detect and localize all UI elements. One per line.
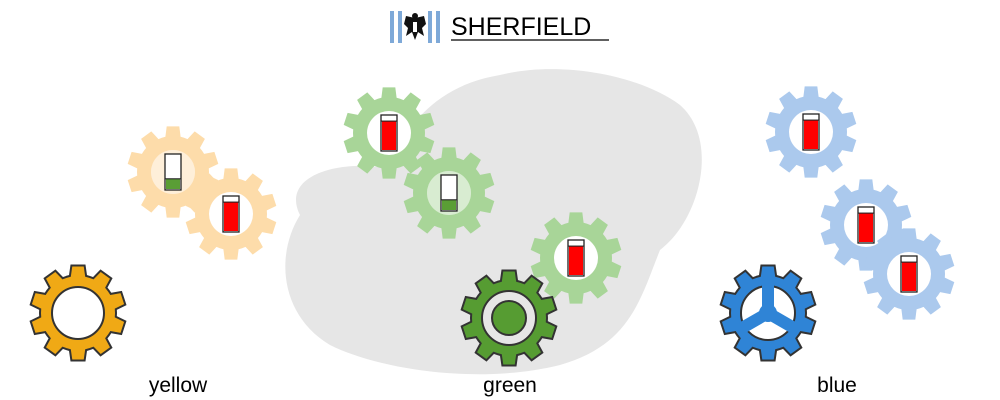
small-gear-blue-3 bbox=[863, 228, 955, 320]
group-label-yellow: yellow bbox=[149, 374, 208, 397]
logo-stripe-right bbox=[436, 11, 440, 43]
main-gear-yellow bbox=[29, 264, 127, 362]
battery-level bbox=[442, 199, 456, 210]
brand-title: SHERFIELD bbox=[451, 13, 591, 41]
small-gear-green-1 bbox=[343, 87, 435, 179]
battery-level bbox=[804, 120, 818, 149]
main-gear-green bbox=[460, 269, 558, 367]
small-gear-yellow-1 bbox=[127, 126, 219, 218]
group-label-green: green bbox=[483, 374, 537, 397]
gear-hole bbox=[51, 286, 105, 340]
eagle-crest-icon bbox=[404, 13, 426, 40]
main-gear-blue bbox=[719, 264, 817, 362]
logo-stripe-left-inner bbox=[398, 11, 402, 43]
logo-stripe-right-inner bbox=[428, 11, 432, 43]
battery-level bbox=[166, 178, 180, 189]
battery-level bbox=[224, 202, 238, 231]
group-label-blue: blue bbox=[817, 374, 857, 397]
gear-hub bbox=[491, 300, 527, 336]
battery-level bbox=[382, 121, 396, 150]
battery-level bbox=[859, 213, 873, 242]
battery-level bbox=[902, 262, 916, 291]
small-gear-green-3 bbox=[530, 212, 622, 304]
logo-stripe-left bbox=[390, 11, 394, 43]
small-gear-green-2 bbox=[403, 147, 495, 239]
gears-layer bbox=[29, 86, 955, 367]
battery-level bbox=[569, 246, 583, 275]
small-gear-blue-1 bbox=[765, 86, 857, 178]
gear-hub bbox=[759, 304, 777, 322]
small-gear-yellow-2 bbox=[185, 168, 277, 260]
header-logo: SHERFIELD bbox=[390, 11, 609, 43]
